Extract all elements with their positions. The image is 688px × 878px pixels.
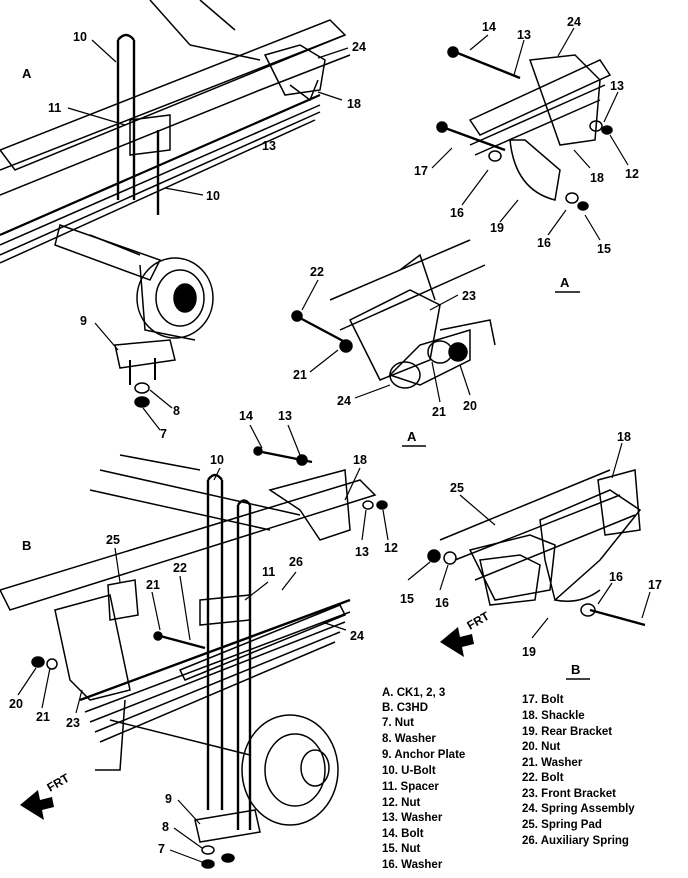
callout-14: 14 — [239, 409, 253, 423]
section-label: A — [22, 66, 32, 81]
callout-16: 16 — [537, 236, 551, 250]
view-a-rear-shackle — [436, 46, 613, 211]
callout-19: 19 — [522, 645, 536, 659]
svg-text:FRT: FRT — [45, 770, 73, 794]
callout-8: 8 — [173, 404, 180, 418]
callout-19: 19 — [490, 221, 504, 235]
view-b-heavy-duty — [0, 446, 388, 869]
callout-24: 24 — [352, 40, 366, 54]
callout-9: 9 — [80, 314, 87, 328]
callout-20: 20 — [463, 399, 477, 413]
legend-item: 14. Bolt — [382, 828, 424, 840]
section-label: A — [407, 429, 417, 444]
callout-25: 25 — [450, 481, 464, 495]
callouts: 10 24 11 18 13 10 9 8 7 14 13 24 13 17 1… — [9, 15, 662, 856]
callout-10: 10 — [73, 30, 87, 44]
callout-16: 16 — [609, 570, 623, 584]
callout-21: 21 — [293, 368, 307, 382]
view-a-front-bracket — [291, 239, 496, 389]
callout-13: 13 — [355, 545, 369, 559]
callout-18: 18 — [590, 171, 604, 185]
view-a-front-axle — [0, 0, 351, 408]
svg-text:FRT: FRT — [465, 608, 493, 632]
callout-12: 12 — [384, 541, 398, 555]
callout-7: 7 — [158, 842, 165, 856]
view-a-front-bracket-leaders — [301, 279, 471, 403]
callout-20: 20 — [9, 697, 23, 711]
legend-item: 22. Bolt — [522, 772, 564, 784]
callout-10: 10 — [206, 189, 220, 203]
callout-24: 24 — [350, 629, 364, 643]
callout-18: 18 — [353, 453, 367, 467]
legend-item: 23. Front Bracket — [522, 788, 616, 800]
legend-item: 21. Washer — [522, 757, 583, 769]
legend-item: 9. Anchor Plate — [382, 749, 465, 761]
legend-item: 26. Auxiliary Spring — [522, 835, 629, 847]
callout-13: 13 — [610, 79, 624, 93]
legend-item: 16. Washer — [382, 859, 443, 871]
callout-9: 9 — [165, 792, 172, 806]
legend: A. CK1, 2, 3 B. C3HD 7. Nut 8. Washer 9.… — [382, 687, 635, 871]
callout-21: 21 — [432, 405, 446, 419]
legend-item: A. CK1, 2, 3 — [382, 687, 445, 699]
callout-24: 24 — [567, 15, 581, 29]
legend-item: 7. Nut — [382, 717, 414, 729]
legend-item: 18. Shackle — [522, 710, 585, 722]
legend-left-column: A. CK1, 2, 3 B. C3HD 7. Nut 8. Washer 9.… — [382, 687, 465, 871]
callout-13: 13 — [278, 409, 292, 423]
callout-15: 15 — [400, 592, 414, 606]
legend-item: 17. Bolt — [522, 694, 564, 706]
callout-16: 16 — [435, 596, 449, 610]
callout-10: 10 — [210, 453, 224, 467]
callout-17: 17 — [648, 578, 662, 592]
callout-11: 11 — [262, 565, 275, 579]
legend-item: 24. Spring Assembly — [522, 803, 635, 815]
callout-18: 18 — [617, 430, 631, 444]
legend-item: 19. Rear Bracket — [522, 726, 612, 738]
callout-26: 26 — [289, 555, 303, 569]
callout-15: 15 — [597, 242, 611, 256]
view-a-front-axle-leaders — [67, 39, 349, 431]
legend-item: 8. Washer — [382, 733, 436, 745]
legend-right-column: 17. Bolt 18. Shackle 19. Rear Bracket 20… — [522, 694, 635, 847]
frt-arrow-right: FRT — [440, 608, 492, 657]
callout-21: 21 — [36, 710, 50, 724]
callout-22: 22 — [173, 561, 187, 575]
legend-item: 11. Spacer — [382, 781, 439, 793]
legend-item: 20. Nut — [522, 741, 561, 753]
legend-item: 15. Nut — [382, 843, 421, 855]
frt-arrow-left: FRT — [20, 770, 72, 820]
callout-13: 13 — [262, 139, 276, 153]
callout-21: 21 — [146, 578, 160, 592]
section-label: B — [22, 538, 31, 553]
callout-22: 22 — [310, 265, 324, 279]
callout-16: 16 — [450, 206, 464, 220]
callout-8: 8 — [162, 820, 169, 834]
callout-11: 11 — [48, 101, 61, 115]
legend-item: 13. Washer — [382, 812, 443, 824]
legend-item: B. C3HD — [382, 702, 428, 714]
callout-7: 7 — [160, 427, 167, 441]
view-a-rear-shackle-leaders — [431, 27, 629, 241]
callout-23: 23 — [66, 716, 80, 730]
callout-18: 18 — [347, 97, 361, 111]
callout-13: 13 — [517, 28, 531, 42]
legend-item: 12. Nut — [382, 797, 421, 809]
section-label: B — [571, 662, 580, 677]
legend-item: 10. U-Bolt — [382, 765, 436, 777]
callout-24: 24 — [337, 394, 351, 408]
callout-14: 14 — [482, 20, 496, 34]
section-label: A — [560, 275, 570, 290]
callout-23: 23 — [462, 289, 476, 303]
view-b-heavy-duty-leaders — [17, 424, 389, 863]
callout-12: 12 — [625, 167, 639, 181]
view-b-rear-bracket — [427, 469, 646, 627]
view-b-rear-bracket-leaders — [407, 442, 651, 639]
callout-25: 25 — [106, 533, 120, 547]
legend-item: 25. Spring Pad — [522, 819, 602, 831]
callout-17: 17 — [414, 164, 428, 178]
